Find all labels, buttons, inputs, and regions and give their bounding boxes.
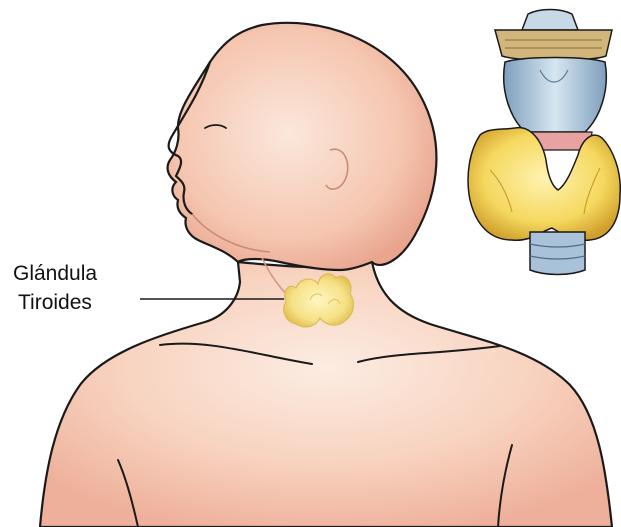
larynx-thyroid-anatomy-icon (468, 10, 620, 275)
label-line-1: Glándula (13, 262, 97, 285)
label-line-2: Tiroides (18, 291, 92, 314)
head (168, 23, 437, 270)
